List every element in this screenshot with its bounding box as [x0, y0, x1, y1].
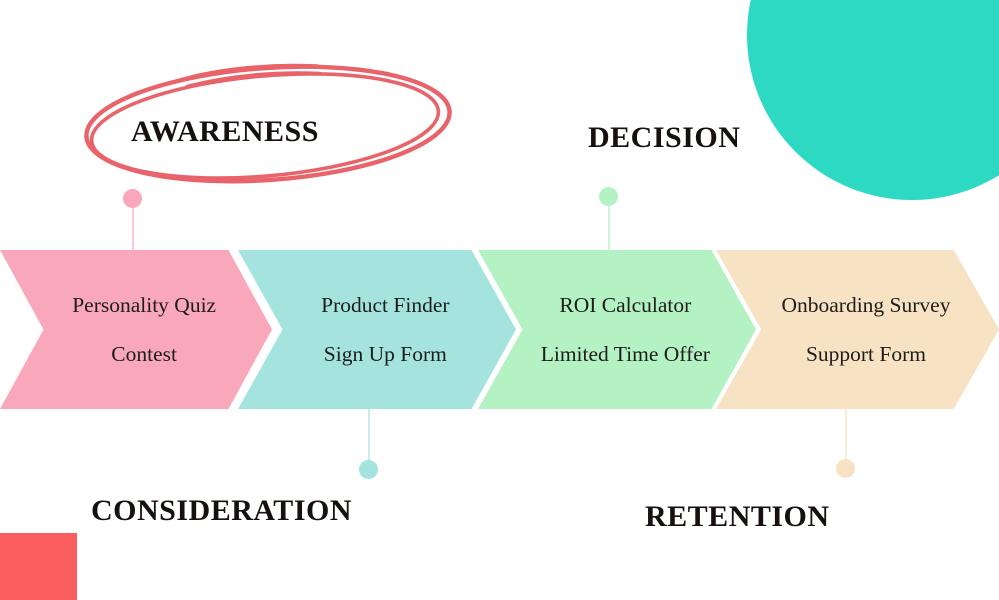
- connector-stem: [367, 408, 370, 463]
- stage-items: Onboarding Survey Support Form: [758, 291, 973, 368]
- stage-items: Product Finder Sign Up Form: [280, 291, 491, 368]
- connector-dot: [123, 189, 142, 208]
- connector-consideration: [359, 408, 378, 479]
- connector-stem: [607, 203, 610, 251]
- stage-items: Personality Quiz Contest: [41, 291, 248, 368]
- stage-item: Support Form: [805, 341, 926, 366]
- connector-awareness: [123, 189, 142, 251]
- stage-item: Onboarding Survey: [781, 292, 951, 317]
- stage-item: ROI Calculator: [559, 292, 692, 317]
- connector-dot: [599, 187, 618, 206]
- stage-label-awareness: AWARENESS: [131, 115, 319, 148]
- connector-dot: [836, 459, 855, 478]
- funnel-stage-awareness[interactable]: Personality Quiz Contest: [0, 250, 272, 409]
- stage-items: ROI Calculator Limited Time Offer: [520, 291, 731, 368]
- connector-stem: [131, 205, 134, 251]
- funnel-arrow-row: Personality Quiz Contest Product Finder …: [0, 250, 999, 409]
- red-square-decoration: [0, 533, 77, 600]
- connector-stem: [844, 408, 847, 462]
- stage-item: Limited Time Offer: [540, 341, 710, 366]
- teal-corner-circle-decoration: [747, 0, 999, 200]
- funnel-stage-decision[interactable]: ROI Calculator Limited Time Offer: [478, 250, 756, 409]
- funnel-stage-retention[interactable]: Onboarding Survey Support Form: [716, 250, 999, 409]
- stage-item: Sign Up Form: [323, 341, 447, 366]
- stage-item: Personality Quiz: [72, 292, 217, 317]
- connector-dot: [359, 460, 378, 479]
- connector-decision: [599, 187, 618, 251]
- stage-label-retention: RETENTION: [645, 500, 830, 533]
- stage-item: Product Finder: [321, 292, 450, 317]
- funnel-stage-consideration[interactable]: Product Finder Sign Up Form: [238, 250, 516, 409]
- stage-label-decision: DECISION: [588, 121, 741, 154]
- stage-item: Contest: [111, 341, 177, 366]
- connector-retention: [836, 408, 855, 478]
- stage-label-consideration: CONSIDERATION: [91, 494, 352, 527]
